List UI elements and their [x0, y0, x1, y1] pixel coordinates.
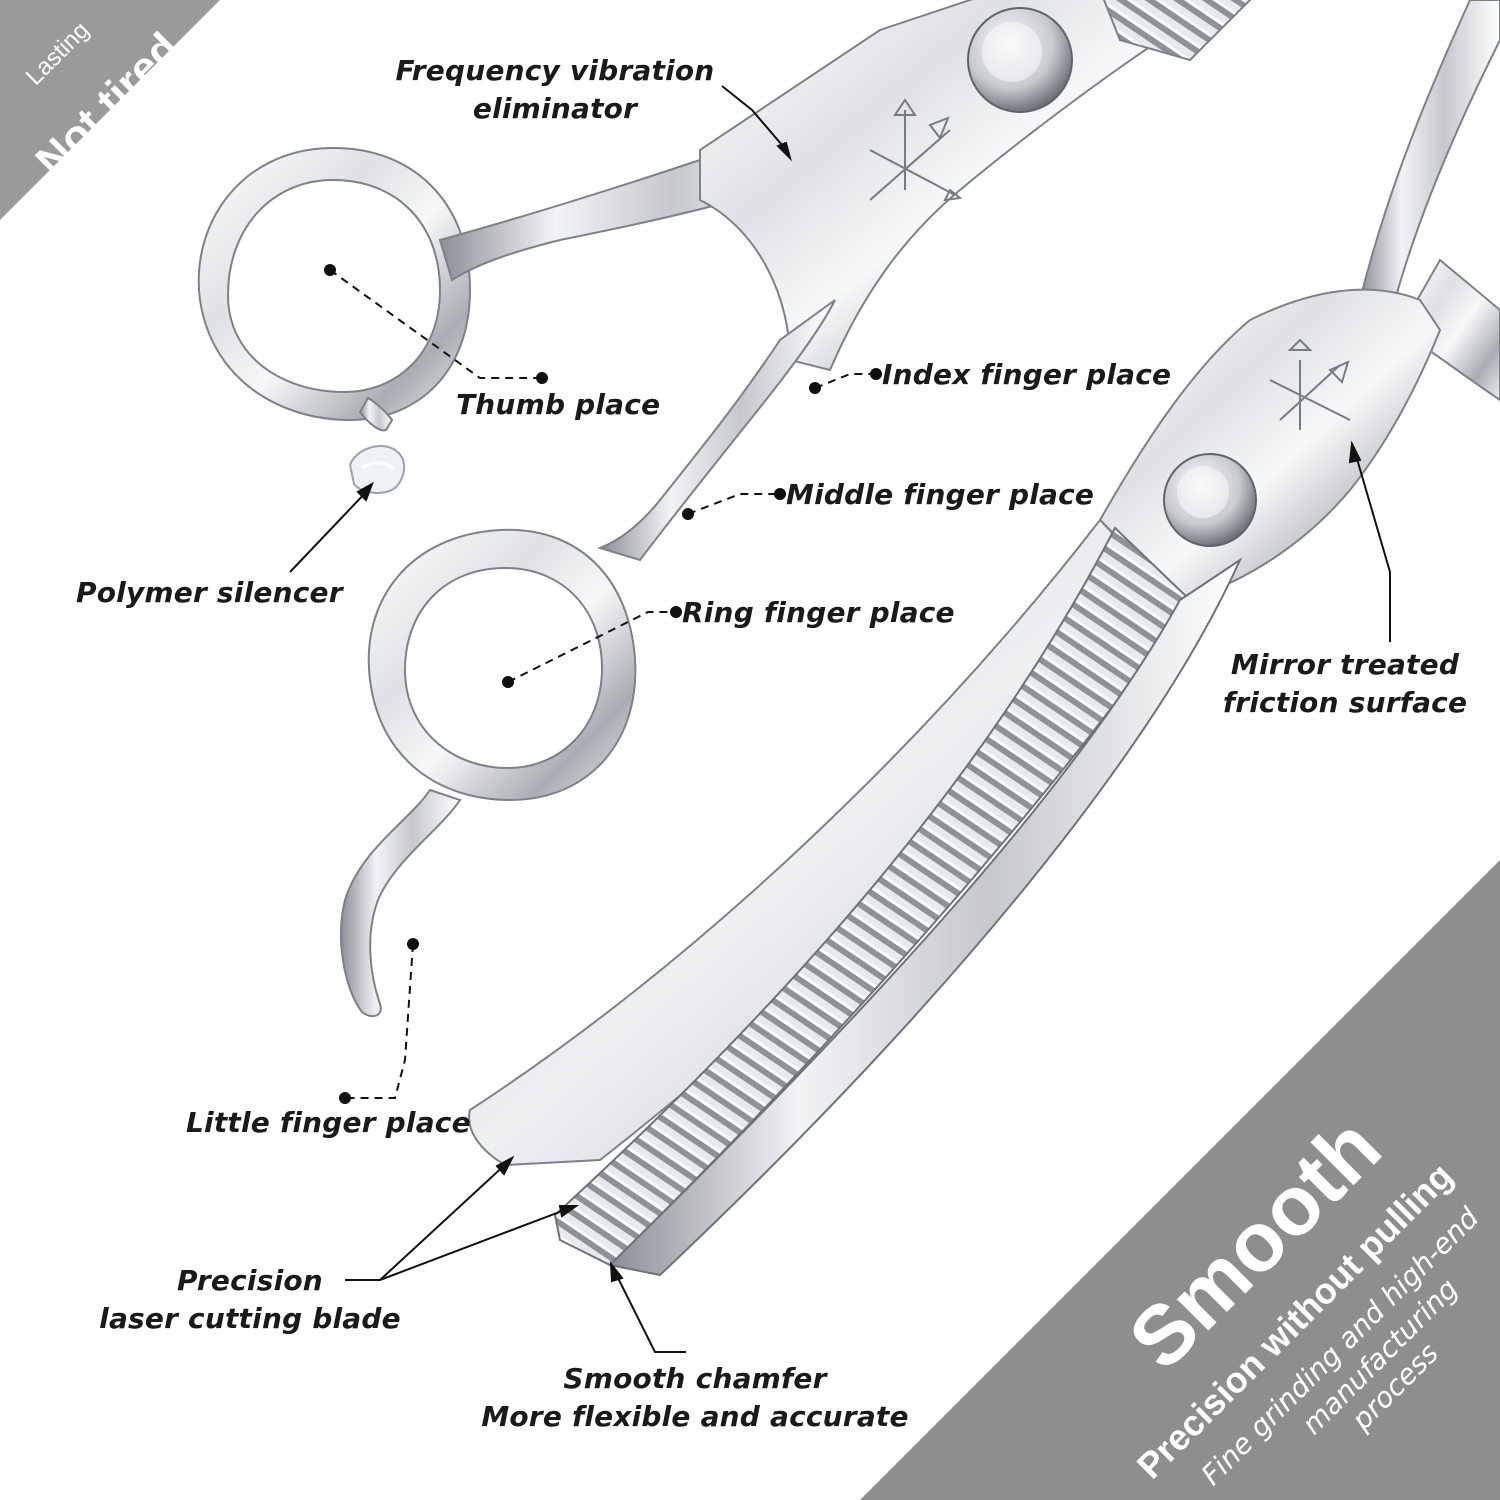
corner-banner-top-left [0, 0, 220, 220]
leader-lines [289, 85, 1391, 1353]
right-arrows-logo-icon [1269, 338, 1351, 430]
label-middle-finger-place: Middle finger place [786, 478, 1095, 511]
label-precision-laser-cutting-blade: Precision laser cutting blade [90, 1262, 410, 1338]
label-polymer-silencer: Polymer silencer [76, 576, 343, 609]
top-teeth [1102, 0, 1252, 62]
label-precision-line2: laser cutting blade [99, 1302, 401, 1335]
finger-ring [367, 528, 637, 802]
label-mirror-line1: Mirror treated [1230, 648, 1460, 681]
label-ring-finger-place: Ring finger place [682, 596, 955, 629]
label-mirror-treated-friction-surface: Mirror treated friction surface [1210, 646, 1480, 722]
right-pivot-screw-icon [1163, 453, 1257, 547]
polymer-silencer [348, 445, 405, 494]
label-smooth-chamfer: Smooth chamfer More flexible and accurat… [480, 1360, 910, 1436]
right-handle [1358, 0, 1500, 301]
label-frequency-line1: Frequency vibration [395, 54, 715, 87]
upper-body [699, 0, 1162, 372]
teeth-spine [607, 557, 1243, 1277]
label-frequency-vibration-eliminator: Frequency vibration eliminator [385, 52, 725, 128]
thinning-teeth [553, 526, 1192, 1267]
finger-rest [340, 788, 462, 1018]
label-precision-line1: Precision [177, 1264, 323, 1297]
pivot-screw-icon [967, 7, 1073, 113]
right-body [1098, 288, 1442, 602]
label-chamfer-line1: Smooth chamfer [563, 1362, 827, 1395]
label-chamfer-line2: More flexible and accurate [481, 1400, 909, 1433]
arrows-logo-icon [869, 98, 963, 202]
label-frequency-line2: eliminator [472, 92, 638, 125]
corner-banner-bottom-right [860, 860, 1500, 1500]
label-little-finger-place: Little finger place [186, 1106, 471, 1139]
thumb-ring [197, 146, 472, 432]
label-thumb-place: Thumb place [456, 388, 661, 421]
label-mirror-line2: friction surface [1222, 686, 1468, 719]
label-index-finger-place: Index finger place [882, 358, 1172, 391]
shank [596, 299, 836, 562]
